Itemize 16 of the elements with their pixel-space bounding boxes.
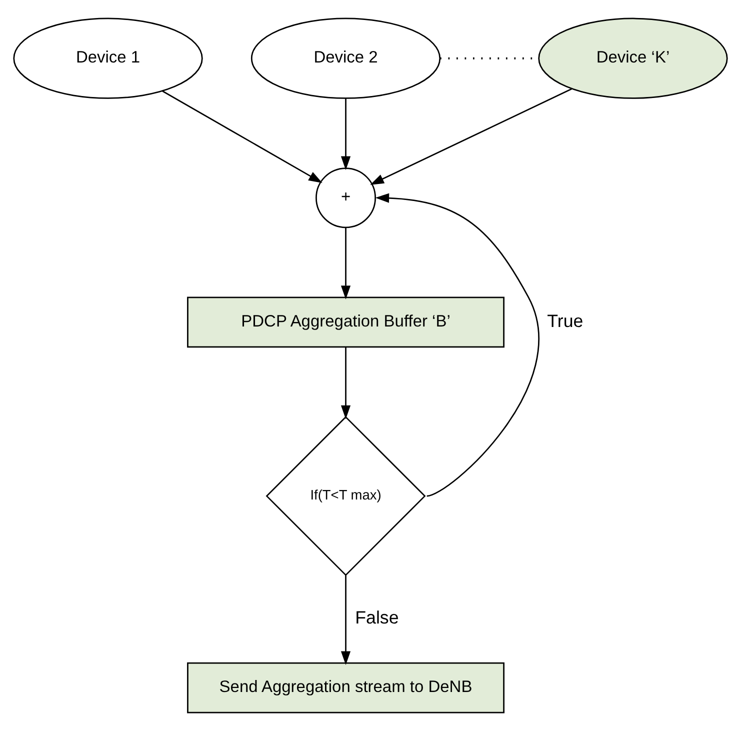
node-box: Send Aggregation stream to DeNB (187, 662, 504, 713)
arrow (340, 98, 351, 170)
arrow (162, 90, 322, 183)
node-circle: + (316, 167, 376, 228)
arrow (340, 226, 351, 299)
node-ellipse: Device 1 (13, 17, 203, 98)
edge-label: False (355, 607, 399, 628)
arrow (340, 574, 351, 664)
node-ellipse: Device 2 (250, 17, 441, 98)
node-diamond: If(T<T max) (266, 416, 426, 576)
arrow (375, 192, 540, 496)
arrow (340, 346, 351, 419)
arrow (370, 88, 572, 184)
node-ellipse: Device ‘K’ (538, 17, 728, 98)
edge-label: True (547, 310, 584, 330)
node-box: PDCP Aggregation Buffer ‘B’ (187, 296, 504, 348)
